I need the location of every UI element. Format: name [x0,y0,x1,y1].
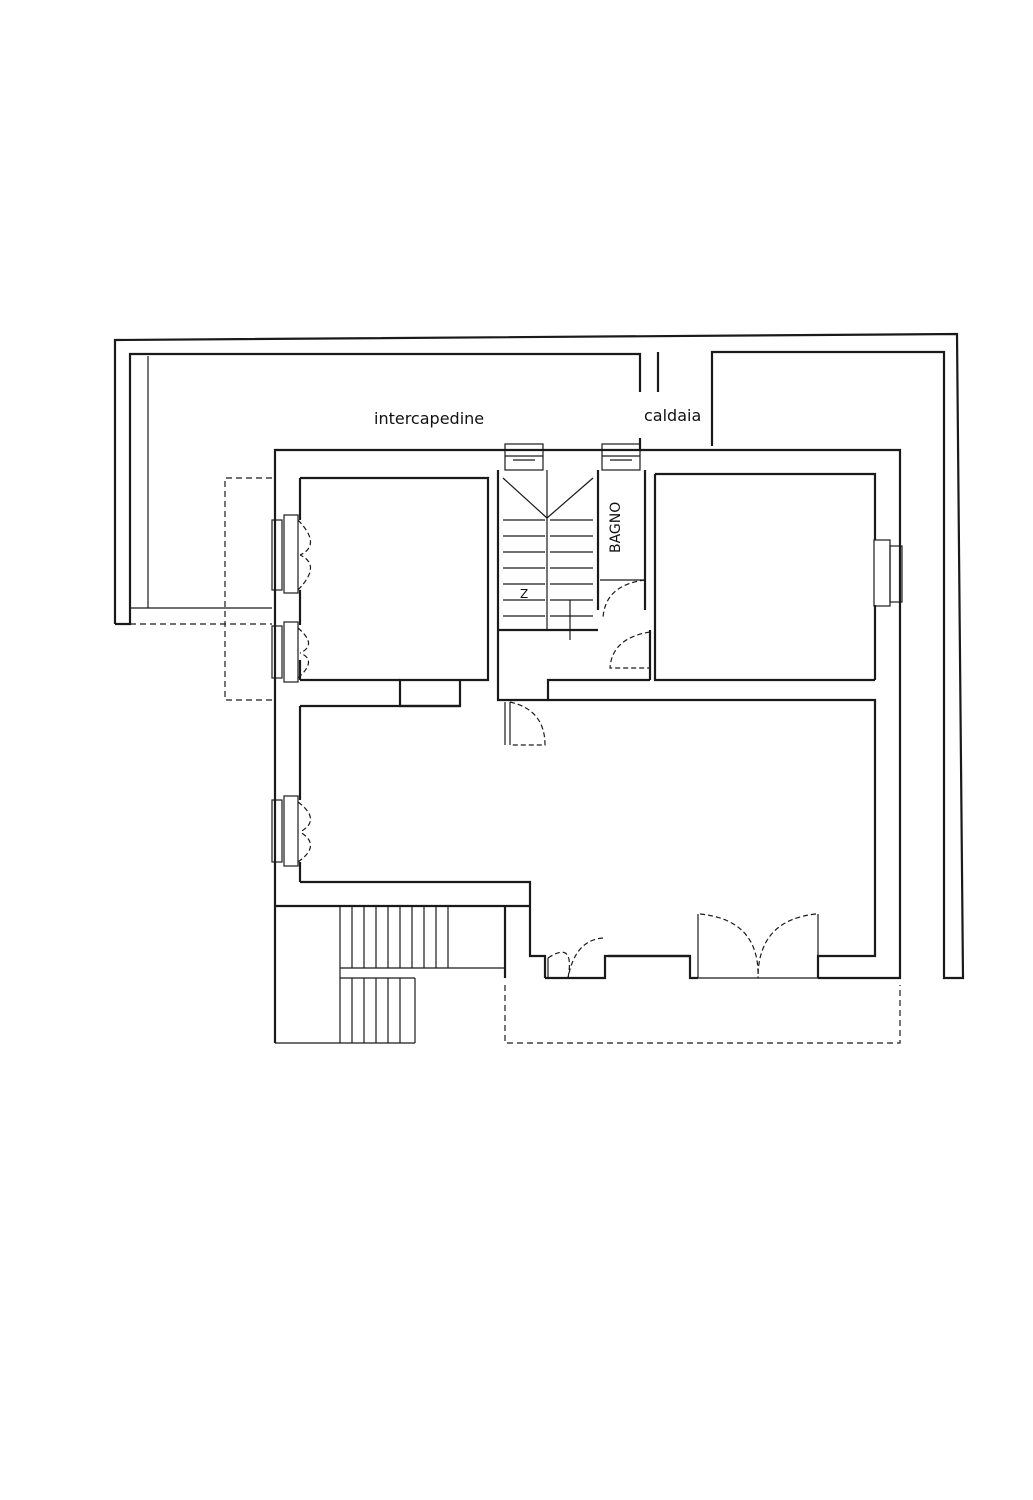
label-intercapedine: intercapedine [374,409,484,428]
doors [504,579,817,979]
top-windows [504,443,641,471]
label-caldaia: caldaia [644,406,701,425]
projection-outlines [130,477,901,1044]
svg-text:Z: Z [520,587,528,601]
outer-cavity-wall [113,332,965,980]
label-bagno: BAGNO [608,502,624,553]
room-labels: intercapedine caldaia BAGNO [374,406,701,553]
internal-stairs: Z [502,470,594,640]
right-window [873,539,903,607]
external-stairs [275,906,505,1044]
left-windows [271,514,312,867]
interior-walls [298,470,877,980]
building-outer-wall [273,438,902,1043]
